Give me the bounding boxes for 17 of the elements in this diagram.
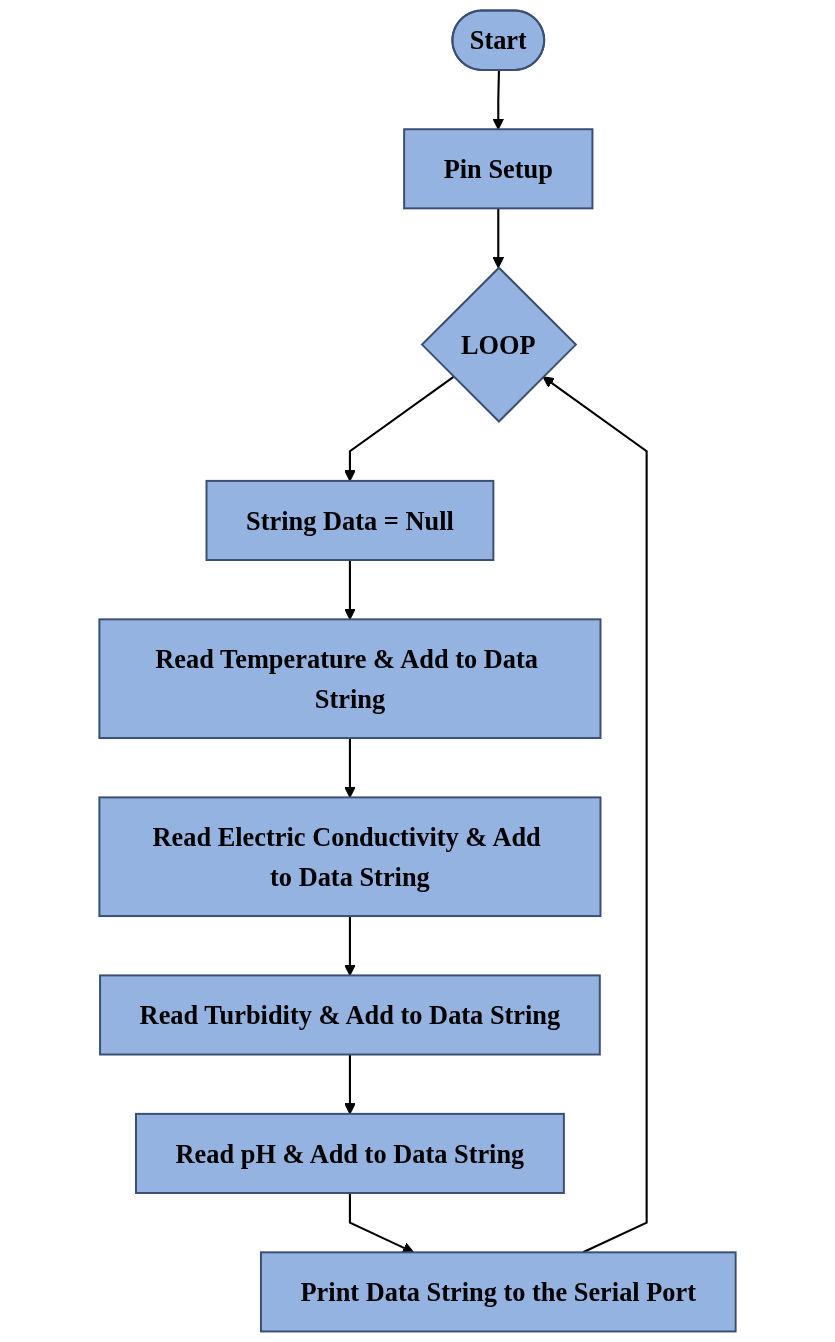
node-diamond: LOOP <box>420 266 578 423</box>
arrow <box>542 376 648 1254</box>
arrow <box>344 738 356 798</box>
node-box: Read Temperature & Add to Data String <box>98 618 602 740</box>
node-box: Read Turbidity & Add to Data String <box>99 974 601 1056</box>
node-box: Pin Setup <box>403 128 594 210</box>
arrow <box>344 375 455 482</box>
node-box: Read pH & Add to Data String <box>135 1112 565 1194</box>
arrow <box>492 208 505 269</box>
arrow <box>344 560 356 620</box>
arrow <box>492 70 505 130</box>
node-box: String Data = Null <box>205 479 495 561</box>
arrow <box>348 1193 415 1254</box>
node-box: Read Electric Conductivity & Add to Data String <box>98 796 602 918</box>
node-box: Print Data String to the Serial Port <box>259 1251 737 1333</box>
arrow <box>344 916 356 976</box>
arrow <box>344 1054 356 1115</box>
